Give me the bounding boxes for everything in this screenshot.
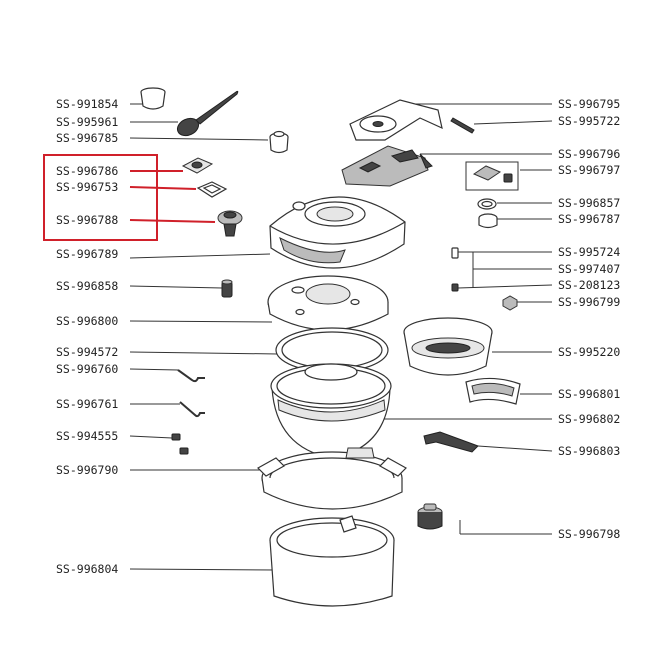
label-ss-995961: SS-995961 [56,115,118,129]
label-ss-996803: SS-996803 [558,444,620,458]
measuring-cup-part [140,87,166,110]
leader-ss-996858 [129,285,223,289]
label-ss-995722: SS-995722 [558,114,620,128]
label-ss-996801: SS-996801 [558,387,620,401]
left-leader-lines [129,103,279,571]
leader-ss-996803 [477,445,553,452]
lid-gasket-ring-part [275,327,389,373]
label-ss-996796: SS-996796 [558,147,620,161]
label-ss-996802: SS-996802 [558,412,620,426]
base-ring-part [257,447,407,510]
foot-part [417,503,443,530]
spring-part [450,117,475,134]
nut-part [502,295,518,311]
leader-ss-996804 [129,568,277,571]
label-ss-994572: SS-994572 [56,345,118,359]
leader-ss-996760 [129,368,179,371]
clip-part-upper [177,369,205,383]
leader-ss-994555 [129,435,173,439]
leader-ss-996753 [129,186,197,190]
clip-part-lower [179,401,205,418]
label-ss-996858: SS-996858 [56,279,118,293]
handle-strip-part [465,377,521,405]
handle-mechanism-part [341,145,433,187]
handle-cover-part [349,99,443,141]
side-bracket-part [423,431,479,453]
label-ss-996789: SS-996789 [56,247,118,261]
valve-cover-part [181,157,214,174]
steam-basket-part [403,317,493,376]
label-ss-996799: SS-996799 [558,295,620,309]
label-ss-996788: SS-996788 [56,213,118,227]
label-ss-996760: SS-996760 [56,362,118,376]
label-ss-995724: SS-995724 [558,245,620,259]
float-valve-part [478,213,498,229]
label-ss-996798: SS-996798 [558,527,620,541]
cooking-bowl-part [270,363,392,459]
spoon-part [176,90,239,137]
lid-top-part [269,196,406,269]
label-ss-996790: SS-996790 [56,463,118,477]
label-ss-994555: SS-994555 [56,429,118,443]
label-ss-996797: SS-996797 [558,163,620,177]
highlight-leader-lines [129,170,216,223]
housing-body-part [269,515,395,607]
label-ss-991854: SS-991854 [56,97,118,111]
label-ss-208123: SS-208123 [558,278,620,292]
valve-cap-part [269,130,289,154]
label-ss-996787: SS-996787 [558,212,620,226]
label-ss-997407: SS-997407 [558,262,620,276]
valve-body-part [217,210,243,237]
label-ss-996800: SS-996800 [56,314,118,328]
valve-assembly-part [465,161,519,191]
small-screw-parts [171,433,189,455]
leader-ss-996789 [129,253,271,259]
left-labels: SS-991854 SS-995961 SS-996785 SS-996786 … [56,97,118,576]
label-ss-995220: SS-995220 [558,345,620,359]
leader-ss-996785 [129,137,269,141]
label-ss-996786: SS-996786 [56,164,118,178]
label-ss-996761: SS-996761 [56,397,118,411]
leader-ss-996788 [129,219,216,223]
label-ss-996857: SS-996857 [558,196,620,210]
right-labels: SS-996795 SS-995722 SS-996796 SS-996797 … [558,97,620,541]
label-ss-996795: SS-996795 [558,97,620,111]
o-ring-part [477,198,497,210]
label-ss-996785: SS-996785 [56,131,118,145]
gasket-part [196,181,228,198]
leader-ss-995722 [473,120,553,125]
highlight-box [43,154,158,241]
leader-ss-208123 [457,284,553,289]
label-ss-996804: SS-996804 [56,562,118,576]
leader-ss-996800 [129,320,273,323]
leader-ss-994572 [129,351,279,355]
small-pins-part [451,247,459,292]
handle-screw-part [221,279,233,298]
inner-lid-plate-part [267,275,389,331]
right-leader-lines [384,103,553,535]
label-ss-996753: SS-996753 [56,180,118,194]
